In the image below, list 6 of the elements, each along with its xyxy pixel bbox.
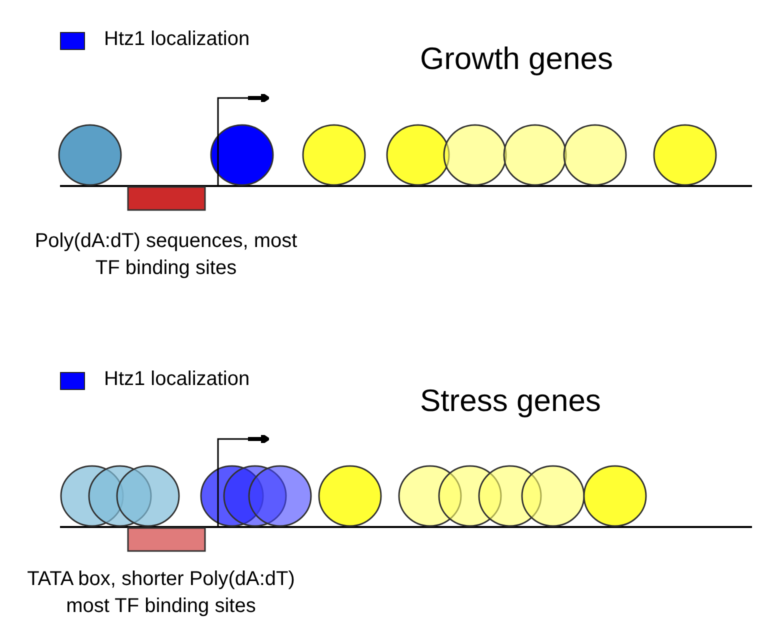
section-title: Stress genes (420, 382, 601, 420)
region-caption: TATA box, shorter Poly(dA:dT) most TF binding sites (26, 567, 296, 619)
region-caption: Poly(dA:dT) sequences, most TF binding sites (34, 229, 298, 281)
section-title: Growth genes (420, 40, 613, 78)
legend-label: Htz1 localization (104, 28, 250, 51)
legend-label: Htz1 localization (104, 368, 250, 391)
